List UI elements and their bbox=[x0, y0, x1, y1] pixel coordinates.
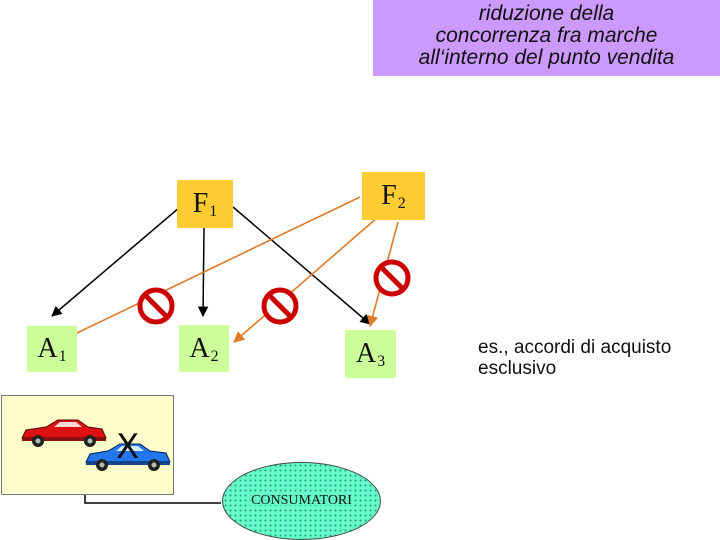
factory-sub: 2 bbox=[397, 195, 406, 212]
factory-label: F bbox=[192, 188, 209, 219]
consumers-label: CONSUMATORI bbox=[249, 493, 354, 509]
car-choice-box: X bbox=[1, 395, 174, 495]
arrow-f2-to-a1 bbox=[52, 196, 361, 345]
retailer-label: A bbox=[37, 333, 58, 364]
title-box: riduzione della concorrenza fra marche a… bbox=[373, 0, 720, 76]
note-line: es., accordi di acquisto bbox=[478, 337, 672, 358]
note-text: es., accordi di acquisto esclusivo bbox=[478, 337, 671, 379]
blocked-mark: X bbox=[116, 427, 140, 467]
retailer-label: A bbox=[355, 338, 377, 369]
consumers-node: CONSUMATORI bbox=[222, 462, 381, 540]
prohibition-icon bbox=[137, 287, 175, 325]
factory-sub: 1 bbox=[209, 203, 218, 220]
arrow-f1-to-a3 bbox=[232, 206, 371, 325]
retailer-sub: 3 bbox=[377, 353, 386, 370]
retailer-label: A bbox=[189, 332, 210, 364]
blue-car-icon bbox=[85, 443, 171, 471]
title-line: all‘interno del punto vendita bbox=[418, 46, 675, 69]
note-line: esclusivo bbox=[478, 358, 557, 379]
prohibition-icon bbox=[261, 287, 299, 325]
factory-label: F bbox=[381, 180, 397, 211]
red-car-icon bbox=[21, 419, 107, 447]
prohibition-icon bbox=[373, 259, 411, 297]
retailer-sub: 2 bbox=[210, 347, 219, 365]
title-line: concorrenza fra marche bbox=[435, 24, 658, 47]
arrow-f2-to-a2 bbox=[233, 216, 379, 343]
title-line: riduzione della bbox=[478, 2, 615, 25]
arrow-f1-to-a1 bbox=[51, 206, 181, 317]
retailer-sub: 1 bbox=[58, 348, 67, 365]
